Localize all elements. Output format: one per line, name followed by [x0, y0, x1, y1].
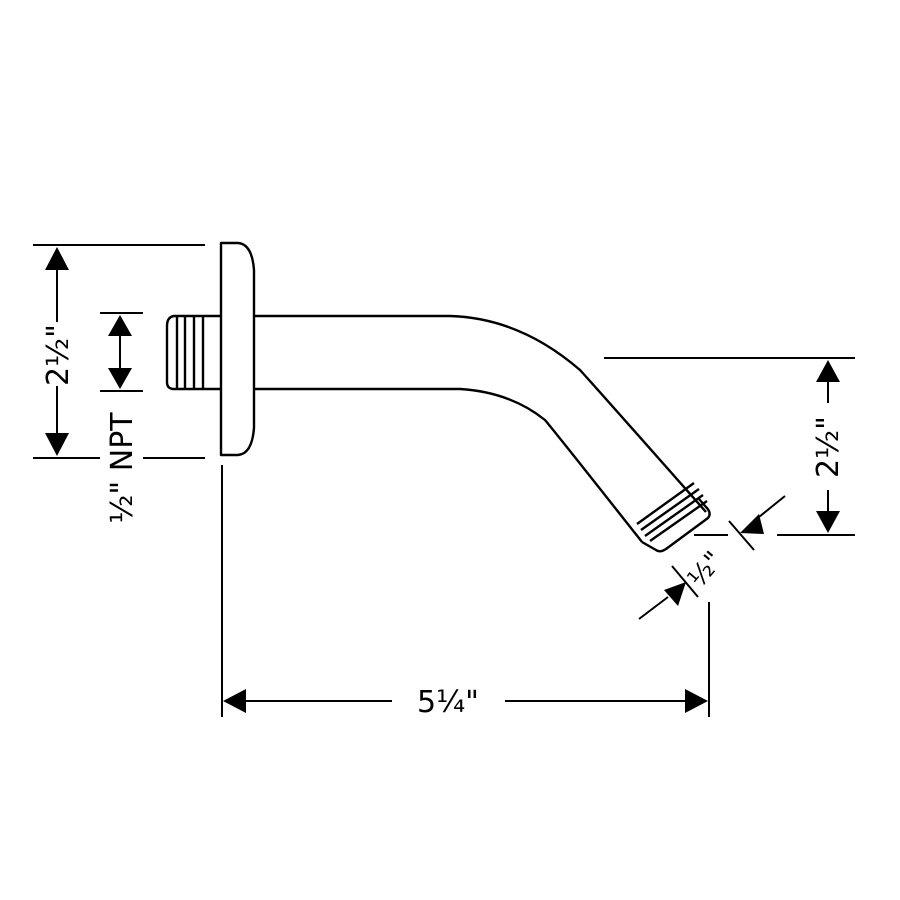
arrow-up-icon	[816, 360, 840, 382]
overall-length-label: 5¼"	[417, 685, 479, 720]
arrow-up-icon	[108, 315, 132, 336]
arrow-diagonal-icon	[664, 582, 686, 606]
arrow-right-icon	[685, 689, 708, 713]
dim-inlet-thread: ½" NPT	[100, 312, 143, 524]
arrow-up-icon	[45, 247, 69, 270]
inlet-thread	[165, 314, 221, 391]
arm-top-edge	[254, 314, 707, 513]
dim-outlet-drop: 2½"	[604, 357, 855, 536]
arrow-down-icon	[108, 368, 132, 389]
dim-overall-length: 5¼"	[221, 465, 710, 720]
wall-flange	[219, 241, 256, 457]
outlet-drop-label: 2½"	[811, 416, 846, 478]
arrow-down-icon	[816, 511, 840, 533]
flange-height-label: 2½"	[41, 324, 76, 386]
shower-arm-part	[165, 241, 711, 553]
arrow-left-icon	[223, 689, 246, 713]
arrow-down-icon	[45, 433, 69, 456]
inlet-thread-label: ½" NPT	[105, 412, 140, 524]
dim-outlet-thread: ½"	[638, 495, 786, 620]
dim-flange-height: 2½"	[33, 244, 205, 459]
arm-bottom-edge	[254, 387, 643, 543]
outlet-thread	[636, 482, 711, 553]
arrow-diagonal-icon	[740, 514, 764, 534]
